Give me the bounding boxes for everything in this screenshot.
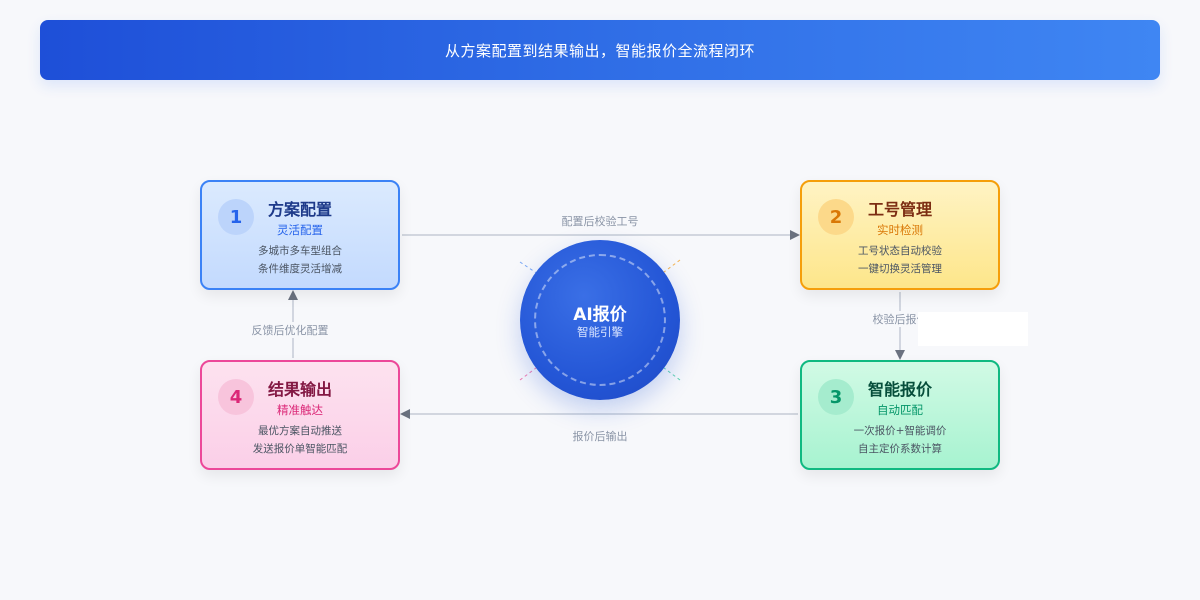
card-title: 智能报价	[867, 380, 932, 399]
card-desc-line: 多城市多车型组合	[258, 245, 342, 257]
card-subtitle: 自动匹配	[877, 403, 923, 417]
card-desc-line: 工号状态自动校验	[858, 245, 942, 257]
step-number-badge: 3	[818, 379, 854, 415]
card-subtitle: 精准触达	[277, 403, 323, 417]
card-worker-management: 2 工号管理 实时检测 工号状态自动校验 一键切换灵活管理	[800, 180, 1000, 290]
step-number-badge: 2	[818, 199, 854, 235]
banner: 从方案配置到结果输出，智能报价全流程闭环	[40, 20, 1160, 80]
card-desc-line: 一键切换灵活管理	[858, 263, 942, 275]
card-desc-line: 自主定价系数计算	[858, 443, 942, 455]
card-subtitle: 灵活配置	[277, 223, 323, 237]
card-title: 工号管理	[867, 200, 932, 219]
card-scheme-config: 1 方案配置 灵活配置 多城市多车型组合 条件维度灵活增减	[200, 180, 400, 290]
edge-label-quote-to-output: 报价后输出	[569, 428, 631, 444]
edge-label-output-to-config: 反馈后优化配置	[248, 322, 332, 338]
card-description: 最优方案自动推送 发送报价单智能匹配	[202, 422, 398, 458]
card-desc-line: 最优方案自动推送	[258, 425, 342, 437]
engine-dashed-ring	[534, 254, 666, 386]
edge-label-worker-to-quote: 校验后报价	[869, 311, 931, 327]
card-result-output: 4 结果输出 精准触达 最优方案自动推送 发送报价单智能匹配	[200, 360, 400, 470]
engine-subtitle: 智能引擎	[577, 325, 623, 339]
card-description: 一次报价+智能调价 自主定价系数计算	[802, 422, 998, 458]
edge-label-config-to-worker: 配置后校验工号	[558, 213, 642, 229]
ai-quote-engine: AI报价 智能引擎	[520, 240, 680, 400]
card-desc-line: 条件维度灵活增减	[258, 263, 342, 275]
card-title: 方案配置	[267, 200, 332, 219]
card-subtitle: 实时检测	[877, 223, 923, 237]
engine-title: AI报价	[573, 305, 627, 325]
step-number-badge: 1	[218, 199, 254, 235]
card-desc-line: 发送报价单智能匹配	[252, 443, 348, 455]
card-desc-line: 一次报价+智能调价	[853, 425, 947, 437]
banner-text: 从方案配置到结果输出，智能报价全流程闭环	[444, 41, 755, 60]
card-title: 结果输出	[267, 380, 332, 399]
step-number-badge: 4	[218, 379, 254, 415]
card-description: 多城市多车型组合 条件维度灵活增减	[202, 242, 398, 278]
blank-patch	[918, 312, 1028, 346]
card-description: 工号状态自动校验 一键切换灵活管理	[802, 242, 998, 278]
card-smart-quote: 3 智能报价 自动匹配 一次报价+智能调价 自主定价系数计算	[800, 360, 1000, 470]
